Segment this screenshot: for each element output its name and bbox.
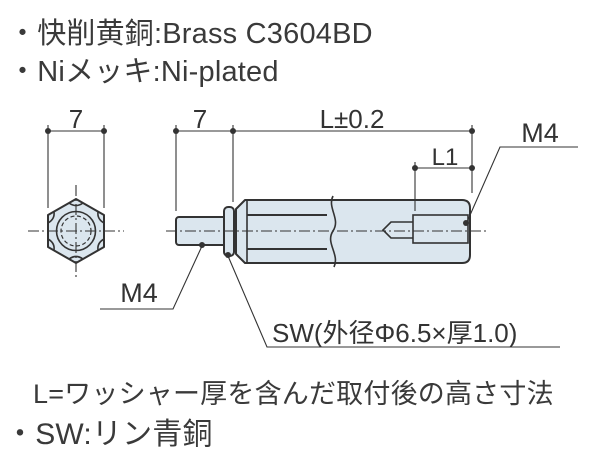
pilot-hole xyxy=(381,221,413,239)
dimension-labels: 7 7 L±0.2 L1 M4 M4 SW(外径Φ6.5×厚1.0) xyxy=(69,104,559,348)
female-thread-size-label: M4 xyxy=(521,118,559,148)
spring-washer-spec-label: SW(外径Φ6.5×厚1.0) xyxy=(272,318,517,348)
leader-male-thread xyxy=(100,245,203,310)
hex-corner-arc xyxy=(97,211,105,224)
side-view xyxy=(166,195,486,268)
leader-dot xyxy=(225,252,231,258)
leader-washer xyxy=(227,255,560,348)
dimension-lines xyxy=(45,125,578,348)
dim-dot xyxy=(45,128,51,134)
hex-corner-arc xyxy=(47,211,55,224)
dim-dot xyxy=(230,128,236,134)
overall-length-label: L±0.2 xyxy=(320,104,385,134)
hex-width-label: 7 xyxy=(69,104,83,134)
thread-depth-label: L1 xyxy=(432,144,459,171)
stud-length-label: 7 xyxy=(193,104,207,134)
dim-dot xyxy=(412,165,418,171)
male-thread-size-label: M4 xyxy=(120,278,158,308)
hex-corner-arc xyxy=(97,238,105,251)
material-note-plating: ・Niメッキ:Ni-plated xyxy=(8,56,279,88)
dim-dot xyxy=(469,165,475,171)
dim-dot xyxy=(469,128,475,134)
leader-female-thread xyxy=(466,146,578,223)
material-note-brass: ・快削黄銅:Brass C3604BD xyxy=(8,18,373,50)
leader-dot xyxy=(199,242,205,248)
length-definition-note: L=ワッシャー厚を含んだ取付後の高さ寸法 xyxy=(33,379,554,409)
female-thread-bore xyxy=(412,214,469,244)
hex-corner-arc xyxy=(47,238,55,251)
dim-dot xyxy=(101,128,107,134)
washer-material-note: ・SW:リン青銅 xyxy=(5,418,213,451)
hex-end-view xyxy=(28,185,124,278)
leader-dot xyxy=(463,220,469,226)
dim-dot xyxy=(173,128,179,134)
